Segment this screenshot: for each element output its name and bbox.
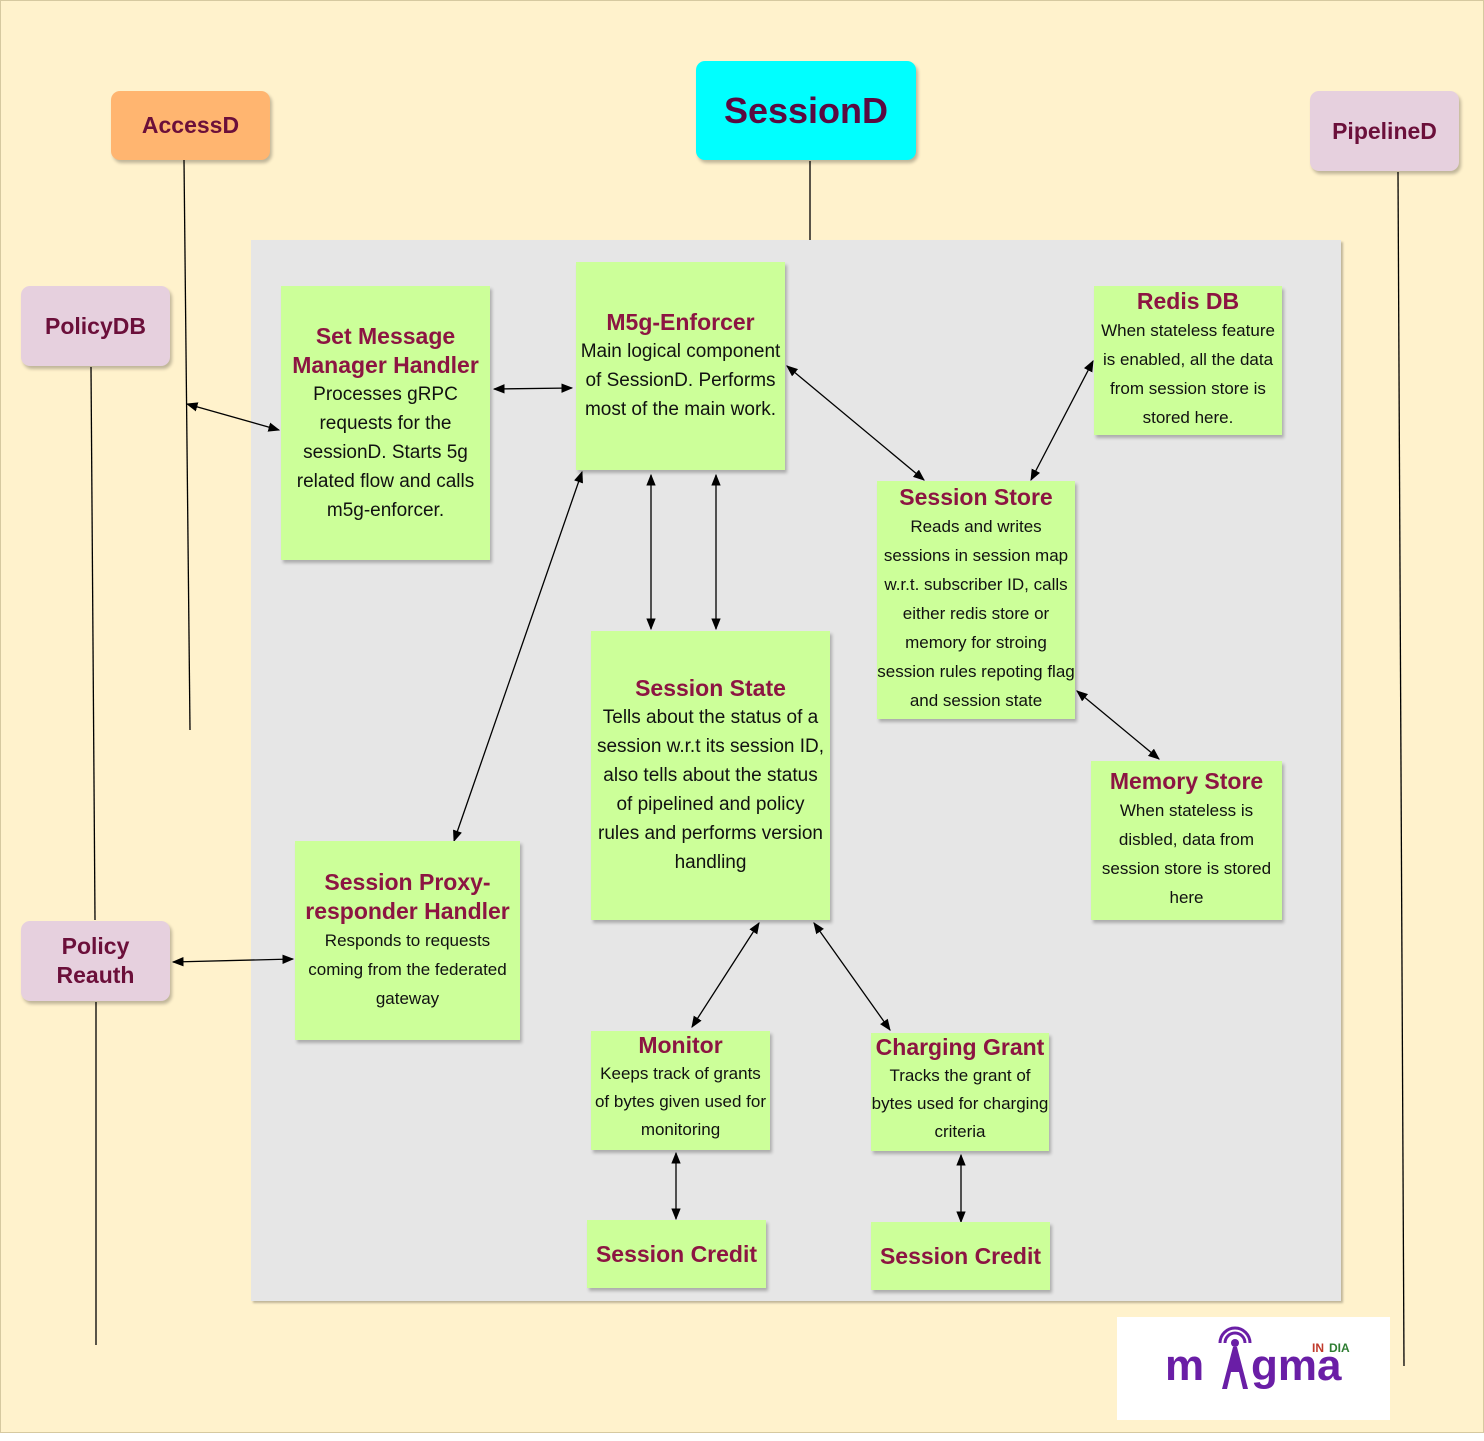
pipelined-label: PipelineD bbox=[1332, 117, 1437, 144]
accessd-label: AccessD bbox=[141, 112, 240, 138]
session-credit-left-title: Session Credit bbox=[595, 1240, 758, 1267]
memory-store-title: Memory Store bbox=[1109, 768, 1264, 794]
session-store-title: Session Store bbox=[899, 484, 1053, 510]
policydb-node: PolicyDB bbox=[21, 286, 170, 366]
accessd-lifeline bbox=[183, 159, 191, 731]
proxy-title: Session Proxy-responder Handler bbox=[305, 869, 510, 924]
session-state-desc: Tells about the status of a session w.r.… bbox=[596, 707, 825, 873]
m5g-enforcer: M5g-Enforcer Main logical component of S… bbox=[576, 262, 785, 470]
magma-india-logo: m gma IN DIA bbox=[1117, 1317, 1390, 1420]
session-proxy-handler: Session Proxy-responder Handler Responds… bbox=[295, 841, 520, 1040]
arrow-m5g-sessionstore bbox=[786, 365, 925, 481]
svg-text:DIA: DIA bbox=[1329, 1341, 1350, 1355]
redis-title: Redis DB bbox=[1136, 288, 1240, 314]
arrow-setmsg-m5g bbox=[492, 383, 574, 394]
arrow-state-charging bbox=[813, 922, 891, 1031]
magma-logo-mark: m gma IN DIA bbox=[1165, 1326, 1350, 1390]
set-message-handler: Set Message Manager Handler Processes gR… bbox=[281, 286, 490, 560]
monitor-title: Monitor bbox=[638, 1032, 723, 1058]
charging-desc: Tracks the grant of bytes used for charg… bbox=[871, 1066, 1049, 1141]
charging-grant: Charging Grant Tracks the grant of bytes… bbox=[871, 1033, 1049, 1151]
policydb-label: PolicyDB bbox=[45, 312, 146, 339]
m5g-desc: Main logical component of SessionD. Perf… bbox=[580, 341, 781, 420]
arrow-accessd-setmsg bbox=[185, 402, 281, 432]
policy-reauth-node: Policy Reauth bbox=[21, 921, 170, 1001]
proxy-desc: Responds to requests coming from the fed… bbox=[308, 931, 507, 1008]
sessiond-label: SessionD bbox=[723, 89, 889, 131]
svg-text:m: m bbox=[1165, 1341, 1204, 1390]
pipelined-lifeline bbox=[1397, 171, 1405, 1367]
accessd-node: AccessD bbox=[111, 91, 270, 160]
arrow-sessionstore-redis bbox=[1030, 359, 1094, 482]
m5g-title: M5g-Enforcer bbox=[606, 309, 755, 335]
session-credit-right-title: Session Credit bbox=[879, 1242, 1042, 1269]
monitor-desc: Keeps track of grants of bytes given use… bbox=[594, 1064, 767, 1139]
arrow-m5g-proxy bbox=[453, 470, 583, 843]
policydb-lifeline bbox=[90, 366, 96, 921]
logo-region-text: IN bbox=[1312, 1341, 1324, 1355]
memory-store-desc: When stateless is disbled, data from ses… bbox=[1101, 801, 1272, 907]
set-message-title: Set Message Manager Handler bbox=[292, 322, 479, 378]
policy-reauth-label: Policy Reauth bbox=[56, 933, 135, 988]
session-credit-left: Session Credit bbox=[587, 1220, 766, 1288]
session-credit-right: Session Credit bbox=[871, 1222, 1050, 1290]
session-state: Session State Tells about the status of … bbox=[591, 631, 830, 920]
pipelined-node: PipelineD bbox=[1310, 91, 1459, 171]
charging-title: Charging Grant bbox=[875, 1034, 1045, 1060]
session-store: Session Store Reads and writes sessions … bbox=[877, 481, 1075, 719]
session-state-title: Session State bbox=[635, 675, 786, 701]
session-store-desc: Reads and writes sessions in session map… bbox=[877, 517, 1075, 710]
redis-db: Redis DB When stateless feature is enabl… bbox=[1094, 286, 1282, 435]
svg-text:gma: gma bbox=[1251, 1341, 1342, 1390]
set-message-desc: Processes gRPC requests for the sessionD… bbox=[296, 383, 475, 521]
memory-store: Memory Store When stateless is disbled, … bbox=[1091, 761, 1282, 920]
sessiond-node: SessionD bbox=[696, 61, 916, 160]
monitor: Monitor Keeps track of grants of bytes g… bbox=[591, 1031, 770, 1150]
arrow-state-monitor bbox=[691, 922, 760, 1028]
redis-desc: When stateless feature is enabled, all t… bbox=[1101, 321, 1275, 427]
arrow-sessionstore-memory bbox=[1076, 690, 1160, 760]
arrow-reauth-proxy bbox=[171, 954, 295, 967]
